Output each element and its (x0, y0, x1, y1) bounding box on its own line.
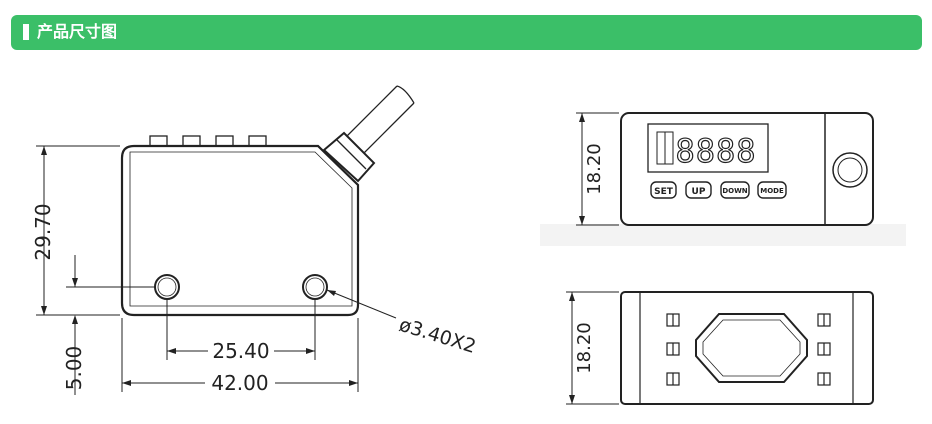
front-buttons: SET UP DOWN MODE (650, 181, 787, 199)
section-header: 产品尺寸图 (11, 15, 922, 50)
hole-spacing-label: 25.40 (212, 339, 269, 363)
header-marker (23, 24, 29, 40)
up-button[interactable]: UP (692, 187, 706, 197)
mode-button[interactable]: MODE (760, 187, 784, 195)
front-height-label: 18.20 (584, 143, 605, 195)
hole-callout-label: ø3.40X2 (397, 314, 479, 358)
set-button[interactable]: SET (654, 187, 674, 197)
down-button[interactable]: DOWN (722, 187, 747, 195)
width-dimension-label: 42.00 (211, 371, 268, 395)
section-title: 产品尺寸图 (37, 22, 118, 41)
display-digits: 8888 (675, 132, 756, 170)
height-dimension-label: 29.70 (31, 203, 55, 260)
side-view (36, 85, 415, 395)
bottom-view (566, 291, 874, 405)
front-view (540, 112, 906, 246)
offset-dimension-label: 5.00 (62, 346, 86, 391)
bottom-height-label: 18.20 (574, 322, 595, 374)
